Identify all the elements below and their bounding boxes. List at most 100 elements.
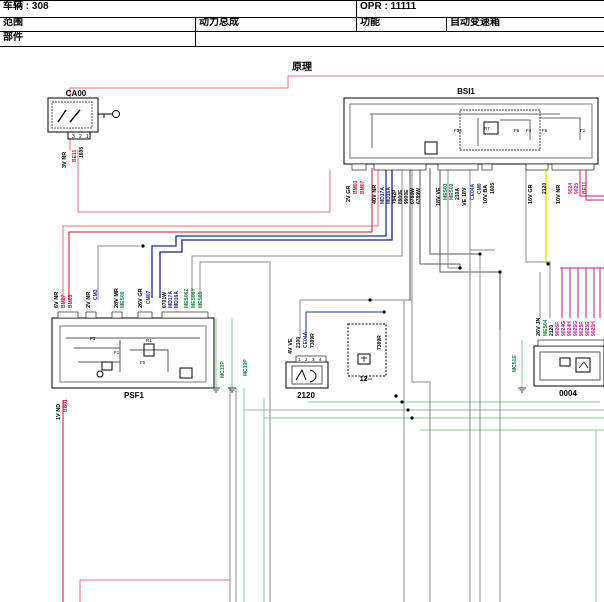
ground-label: MC51E — [512, 355, 518, 372]
bsi1-relay-box — [483, 121, 499, 135]
ground-mc10p-2: MC10P — [228, 359, 249, 393]
function-label: 功能 — [356, 17, 446, 31]
relay-label: R1 — [146, 338, 152, 343]
c12-inner — [357, 353, 371, 365]
c2120-title: 2120 — [297, 391, 315, 400]
header-table: 车辆 : 308 OPR : 11111 范围 动力总成 功能 自动变速箱 部件 — [0, 0, 604, 58]
bsi1-title: BSI1 — [457, 87, 475, 96]
bsi1-wire: CE04A — [470, 183, 476, 200]
c12-symbol — [361, 356, 367, 362]
ca00-inner — [51, 101, 93, 129]
relay-label: F3 — [90, 336, 96, 341]
psf1-wire: MES06Y — [191, 288, 197, 308]
psf1-inner — [59, 325, 207, 383]
ca00-pin: 2 — [79, 134, 82, 140]
bsi1-group-label: 10V NR — [556, 185, 562, 204]
bsi1-box — [343, 97, 599, 165]
scope-value: 动力总成 — [195, 17, 356, 31]
c0004-display-glyph — [578, 361, 589, 369]
wire-gray-0004 — [525, 168, 551, 318]
psf1-box — [51, 317, 215, 389]
psf1-motor-icon — [96, 370, 104, 378]
bsi1-wire: BM03 — [353, 180, 359, 194]
fuse-label: R7 — [484, 126, 490, 131]
c2120-wire: 2100 — [296, 337, 302, 348]
psf1-wire: 6701W — [162, 292, 168, 308]
c2120-pin: 2 — [305, 357, 308, 362]
c0004-wire: 9025E — [585, 321, 591, 336]
parts-label: 部件 — [3, 32, 23, 43]
section-title: 原理 — [292, 62, 312, 73]
ground-icon — [228, 387, 236, 393]
junction-dot — [410, 416, 414, 420]
c0004-pin-strip — [537, 339, 604, 347]
bsi1-wire: MD17A — [380, 187, 386, 204]
c2120-pins: 1 2 3 4 — [295, 355, 327, 363]
component-ca00[interactable]: CA00 3 2 1 3V NR BE11 1605 — [47, 89, 120, 168]
fuse-label: F5 — [514, 128, 520, 133]
c12-box — [347, 323, 387, 377]
bsi1-wire: BE11 — [582, 182, 588, 194]
psf1-wire: CM07 — [146, 290, 152, 304]
sensor-icon — [295, 368, 317, 383]
header-row-vehicle: 车辆 : 308 OPR : 11111 — [0, 0, 604, 18]
bsi1-wire: 9025 — [574, 183, 580, 194]
psf1-wire: MES09 — [120, 291, 126, 308]
component-0004[interactable]: 26V JN MES04 2120 9026F 9024G 9024H 9025… — [533, 318, 604, 398]
psf1-fuse — [101, 361, 113, 371]
c0004-wire: 9026F — [555, 322, 561, 336]
bsi1-module — [459, 109, 541, 151]
ca00-pin: 1 — [86, 134, 89, 140]
psf1-ground-wire: BB01 — [63, 399, 69, 412]
ground-icon — [518, 387, 526, 393]
wire-2120-a — [299, 299, 412, 338]
psf1-wire: MES01 — [198, 291, 204, 308]
c2120-wire: CE04A — [303, 331, 309, 348]
bsi1-group-label: 2V GR — [346, 185, 352, 202]
parts-value — [195, 32, 604, 46]
bsi1-group-label: 16V GR — [528, 184, 534, 204]
ground-mc51e: MC51E — [512, 355, 526, 393]
bsi1-wire: 1605 — [490, 183, 496, 194]
wire-2120-b — [305, 311, 382, 338]
opr-label: OPR : 11111 — [356, 1, 604, 17]
component-12[interactable]: 7389R 12-- — [347, 323, 387, 383]
junction-dot — [546, 262, 550, 266]
junction-dot — [141, 244, 145, 248]
bsi1-chip — [424, 141, 438, 155]
c0004-wire: 9024H — [567, 321, 573, 336]
wire-pink-left-loop — [62, 168, 379, 300]
psf1-wire: MES06Z — [184, 289, 190, 308]
bsi1-wire: 6789W — [416, 188, 422, 204]
psf1-relay — [143, 343, 155, 357]
component-psf1[interactable]: F1 R1 F5 F3 PSF1 6V NR BM07 BM03 2V NR C… — [51, 288, 215, 420]
relay-label: F1 — [114, 350, 120, 355]
relay-label: F5 — [140, 360, 146, 365]
function-value: 自动变速箱 — [446, 17, 604, 31]
fuse-label: F6 — [542, 128, 548, 133]
switch-icon — [57, 109, 81, 123]
component-bsi1[interactable]: BSI1 F36 R7 F5 F4 F6 F1 2V GR BM03 BM07 … — [343, 87, 599, 206]
psf1-group-label: 26V GR — [138, 288, 144, 308]
wire-pink-left-loop2 — [68, 168, 373, 300]
c0004-title: 0004 — [559, 389, 577, 398]
c0004-display-icon — [575, 357, 591, 373]
wire-gray-1 — [97, 245, 140, 300]
component-2120[interactable]: 1 2 3 4 4V VE 2100 CE04A 7389R 2120 — [285, 331, 329, 400]
psf1-group-label: 2V NR — [86, 292, 92, 308]
wire-gray-2 — [191, 168, 403, 298]
c2120-pin: 3 — [312, 357, 315, 362]
ca00-title: CA00 — [66, 89, 87, 98]
junction-dot — [400, 400, 404, 404]
ground-icon — [212, 387, 220, 393]
bsi1-wire: MES03 — [443, 183, 449, 200]
c0004-inner — [539, 351, 601, 381]
psf1-group-label: 6V NR — [54, 292, 60, 308]
junction-dot — [394, 394, 398, 398]
wire-gray-8 — [447, 168, 460, 269]
c0004-wire: MES04 — [543, 319, 549, 336]
c0004-wire: 2120 — [549, 325, 555, 336]
bsi1-wire: CM0 — [477, 183, 483, 194]
bsi1-wire: 7942P — [392, 189, 398, 204]
wire-blue-2 — [159, 168, 393, 298]
